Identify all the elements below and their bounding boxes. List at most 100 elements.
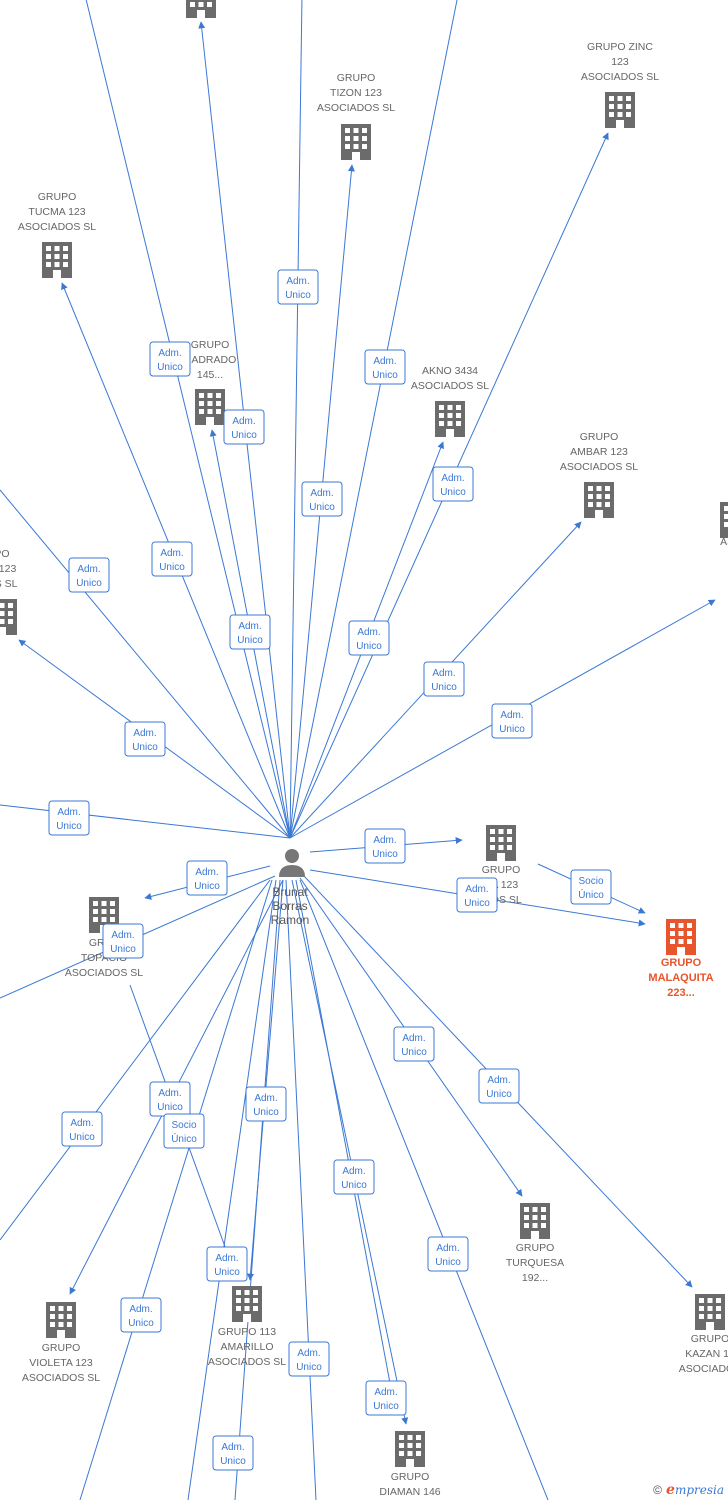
role-badge-text: Unico — [56, 821, 82, 832]
role-badge-text: Adm. — [310, 488, 333, 499]
company-name-line: VIOLETA 123 — [29, 1357, 93, 1369]
role-badge-adm-unico[interactable]: Adm.Unico — [423, 661, 465, 697]
role-badge-text: Adm. — [238, 621, 261, 632]
company-name-line: GRUPO — [42, 1342, 81, 1354]
company-name-line: GRUPO — [691, 1333, 728, 1345]
role-badge-adm-unico[interactable]: Adm.Unico — [277, 269, 319, 305]
role-badge-adm-unico[interactable]: Adm.Unico — [348, 620, 390, 656]
building-icon — [232, 1286, 262, 1322]
role-badge-adm-unico[interactable]: Adm.Unico — [245, 1086, 287, 1122]
role-badge-adm-unico[interactable]: Adm.Unico — [478, 1068, 520, 1104]
role-badge-text: Unico — [69, 1132, 95, 1143]
company-name-line: PO — [0, 548, 10, 560]
role-badge-adm-unico[interactable]: Adm.Unico — [432, 466, 474, 502]
role-badge-adm-unico[interactable]: Adm.Unico — [427, 1236, 469, 1272]
company-name-line: GRUPO — [516, 1242, 555, 1254]
relationship-line — [289, 0, 303, 839]
company-name-line: ASOCIADOS SL — [65, 967, 143, 979]
company-name-line: MALAQUITA — [648, 972, 713, 984]
company-name-line: GRUPO — [38, 191, 77, 203]
company-name-line: O 123 — [0, 563, 16, 575]
company-name-line: DIAMAN 146 — [379, 1486, 440, 1498]
role-badge-adm-unico[interactable]: Adm.Unico — [393, 1026, 435, 1062]
role-badge-adm-unico[interactable]: Adm.Unico — [364, 828, 406, 864]
company-node-right_edge[interactable]: PIASOC — [720, 502, 728, 548]
role-badge-text: Unico — [372, 849, 398, 860]
role-badge-text: Unico — [356, 641, 382, 652]
building-icon — [395, 1431, 425, 1467]
company-name-line: ASOCIADOS SL — [581, 71, 659, 83]
role-badge-adm-unico[interactable]: Adm.Unico — [48, 800, 90, 836]
role-badge-adm-unico[interactable]: Adm.Unico — [301, 481, 343, 517]
role-badge-text: Adm. — [70, 1118, 93, 1129]
company-node-left_mid[interactable]: PO O 123 OS SL — [0, 548, 18, 635]
role-badge-text: Socio — [578, 876, 603, 887]
company-node-malaquita[interactable]: GRUPOMALAQUITA223... — [648, 919, 714, 999]
brand-initial: e — [666, 1482, 675, 1498]
role-badge-text: Unico — [464, 898, 490, 909]
company-name-line: OS SL — [0, 578, 18, 590]
role-badge-text: Unico — [214, 1267, 240, 1278]
role-badge-adm-unico[interactable]: Adm.Unico — [365, 1380, 407, 1416]
role-badge-adm-unico[interactable]: Adm.Unico — [456, 877, 498, 913]
role-badge-adm-unico[interactable]: Adm.Unico — [102, 923, 144, 959]
role-badge-adm-unico[interactable]: Adm.Unico — [491, 703, 533, 739]
company-name-line: GRUPO — [191, 339, 230, 351]
company-name-line: GRUPO — [580, 431, 619, 443]
role-badge-text: Adm. — [215, 1253, 238, 1264]
relationship-line — [291, 879, 409, 1425]
company-node-cuadrado[interactable]: GRUPOUADRADO145... — [184, 339, 237, 425]
relationship-line — [0, 804, 291, 839]
role-badge-adm-unico[interactable]: Adm. Unico — [61, 1111, 103, 1147]
role-badge-adm-unico[interactable]: Adm.Unico — [186, 860, 228, 896]
role-badge-adm-unico[interactable]: Adm.Unico — [149, 341, 191, 377]
role-badge-text: Unico — [296, 1362, 322, 1373]
company-name-line: GRUPO — [482, 864, 521, 876]
building-icon — [0, 599, 17, 635]
company-name-line: ASOC — [720, 536, 728, 548]
role-badge-adm-unico[interactable]: Adm.Unico — [149, 1081, 191, 1117]
person-node[interactable]: Brunat Borras Ramon — [271, 849, 310, 927]
role-badge-text: Unico — [431, 682, 457, 693]
role-badge-adm-unico[interactable]: Adm.Unico — [333, 1159, 375, 1195]
company-node-turquesa[interactable]: GRUPOTURQUESA192... — [506, 1203, 564, 1284]
role-badge-adm-unico[interactable]: Adm.Unico — [212, 1435, 254, 1471]
role-badge-adm-unico[interactable]: Adm. Unico — [206, 1246, 248, 1282]
role-badge-adm-unico[interactable]: Adm.Unico — [223, 409, 265, 445]
role-badge-adm-unico[interactable]: Adm.Unico — [151, 541, 193, 577]
copyright-symbol: © — [653, 1483, 663, 1497]
building-icon — [46, 1302, 76, 1338]
person-name-line-2: Borras — [272, 899, 307, 913]
role-badge-text: Unico — [401, 1047, 427, 1058]
role-badge-text: Adm. — [487, 1075, 510, 1086]
relationship-line — [234, 879, 281, 1500]
role-badge-adm-unico[interactable]: Adm.Unico — [120, 1297, 162, 1333]
role-badge-text: Unico — [372, 370, 398, 381]
role-badge-adm-unico[interactable]: Adm. Unico — [229, 614, 271, 650]
role-badge-text: Socio — [171, 1120, 196, 1131]
role-badge-text: Unico — [237, 635, 263, 646]
role-badge-adm-unico[interactable]: Adm.Unico — [124, 721, 166, 757]
role-badge-text: Adm. — [111, 930, 134, 941]
role-badge-text: Unico — [132, 742, 158, 753]
role-badge-text: Adm. — [77, 564, 100, 575]
role-badge-adm-unico[interactable]: Adm.Unico — [68, 557, 110, 593]
brand-name: mpresia — [674, 1483, 724, 1497]
building-icon — [605, 92, 635, 128]
role-badge-adm-unico[interactable]: Adm.Unico — [364, 349, 406, 385]
company-node-top[interactable] — [186, 0, 216, 18]
building-icon — [186, 0, 216, 18]
company-name-line: KAZAN 12 — [685, 1348, 728, 1360]
role-badge-adm-unico[interactable]: Adm.Unico — [288, 1341, 330, 1377]
